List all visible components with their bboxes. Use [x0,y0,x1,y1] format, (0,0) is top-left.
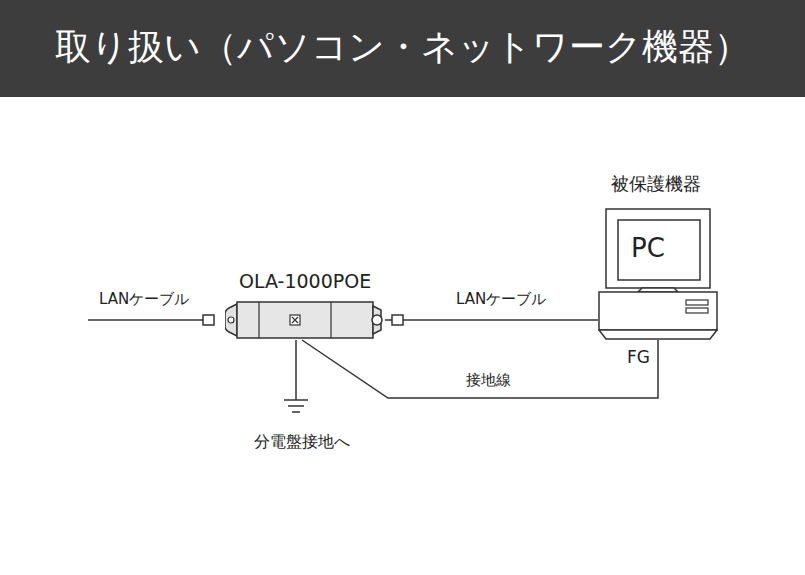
ground-symbol [288,405,304,407]
ground-symbol [292,411,300,413]
connector-label: LANケーブル [454,290,548,309]
ground-symbol [284,399,308,401]
drive-bay [686,308,708,313]
surge-protector-device: OLA-1000POE [225,300,385,340]
drive-bay [686,300,708,305]
device-segment [258,302,259,338]
mount-hole [228,317,234,323]
mount-hole [372,315,382,325]
device-name: OLA-1000POE [239,270,371,292]
ground-wire-connector [302,340,658,398]
terminal-label: FG [627,347,650,367]
node-outline [598,208,718,340]
cable-label: LANケーブル [99,290,189,309]
monitor-frame [606,209,710,288]
device-end-cap [373,306,381,334]
pc-device: 被保護機器PC [598,208,718,340]
cable-connector [392,315,403,325]
monitor-screen [618,220,700,280]
screen-label: PC [631,233,665,263]
device-indicator [290,315,300,325]
page-title: 取り扱い（パソコン・ネットワーク機器） [55,23,750,72]
ground-wire [295,340,297,400]
node-outline [225,300,385,340]
pc-case [599,292,717,330]
device-end-cap [225,304,237,336]
pc-base [599,330,717,339]
device-heading: 被保護機器 [611,172,701,196]
cable-connector [203,315,214,325]
ground-note: 分電盤接地へ [254,432,350,453]
lan-cable-line [88,319,203,321]
device-indicator [292,317,298,323]
device-segment [330,302,331,338]
lan-cable-connector [385,319,598,321]
device-body [237,302,373,338]
connector-label: 接地線 [464,371,513,390]
